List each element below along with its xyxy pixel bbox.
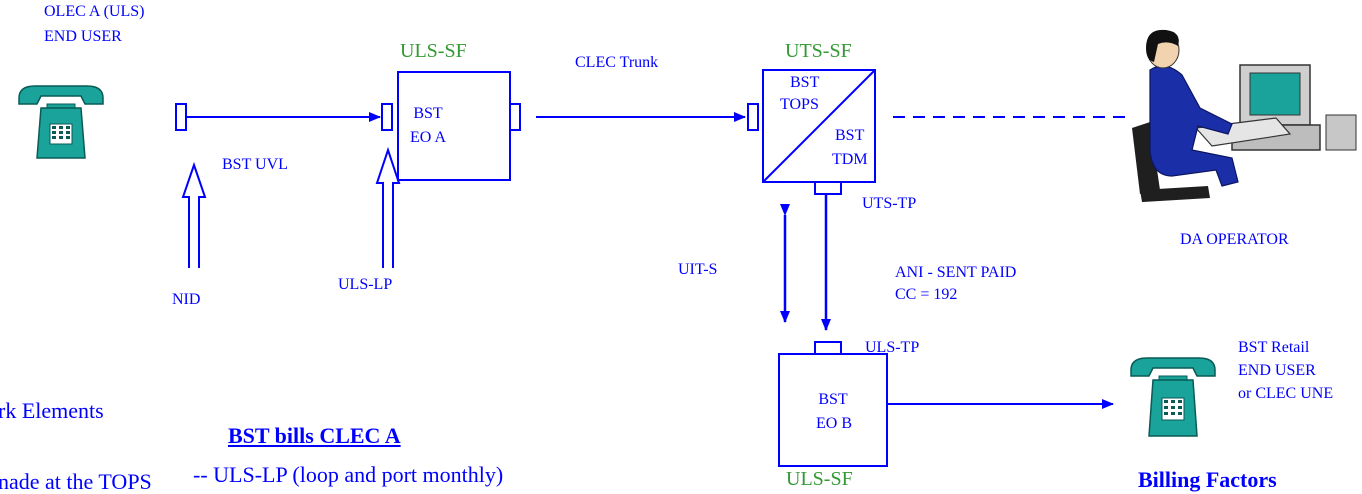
operator-person-icon [1132,30,1356,202]
network-elements-text: rk Elements [0,399,104,423]
da-operator-label: DA OPERATOR [1180,230,1289,249]
uts-tops-line1: BST [790,73,819,92]
uts-tp-connector [815,182,841,194]
eo-b-line1: BST [813,390,853,409]
eo-a-right-connector [510,104,520,130]
telephone-icon [1131,358,1215,436]
end-user-a-line1: OLEC A (ULS) [44,2,144,21]
end-user-a-line2: END USER [44,27,122,46]
tops-text: nade at the TOPS [0,470,152,494]
uls-lp-up-arrow [377,150,399,268]
telephone-icon [19,86,103,158]
end-user-b-line2: END USER [1238,361,1316,380]
eo-b-line2: EO B [810,414,858,433]
uit-s-label: UIT-S [678,260,717,279]
clec-trunk-label: CLEC Trunk [575,53,658,72]
bills-title: BST bills CLEC A [228,426,401,445]
nid-up-arrow [183,165,205,268]
uvl-label: BST UVL [222,155,288,174]
eo-b-box [779,354,887,466]
eo-a-left-connector [382,104,392,130]
end-user-b-line3: or CLEC UNE [1238,384,1333,403]
uls-tp-connector [815,342,841,354]
uls-lp-label: ULS-LP [338,275,392,294]
bills-item1: -- ULS-LP (loop and port monthly) [193,463,503,487]
nid-connector [176,104,186,130]
end-user-b-line1: BST Retail [1238,338,1309,357]
uts-left-connector [748,104,758,130]
eo-a-title: ULS-SF [400,40,467,62]
eo-a-line1: BST [408,104,448,123]
uts-tp-label: UTS-TP [862,194,916,213]
uls-tp-label: ULS-TP [865,338,919,357]
nid-label: NID [172,290,200,309]
uts-tdm-line2: TDM [832,150,868,169]
billing-factors-title: Billing Factors [1138,468,1277,492]
ani-line2: CC = 192 [895,285,957,304]
eo-b-title: ULS-SF [786,468,853,490]
uts-tops-line2: TOPS [780,95,819,114]
eo-a-box [398,72,510,180]
eo-a-line2: EO A [408,128,448,147]
ani-line1: ANI - SENT PAID [895,263,1016,282]
uts-tdm-line1: BST [835,126,864,145]
uts-title: UTS-SF [785,40,852,62]
